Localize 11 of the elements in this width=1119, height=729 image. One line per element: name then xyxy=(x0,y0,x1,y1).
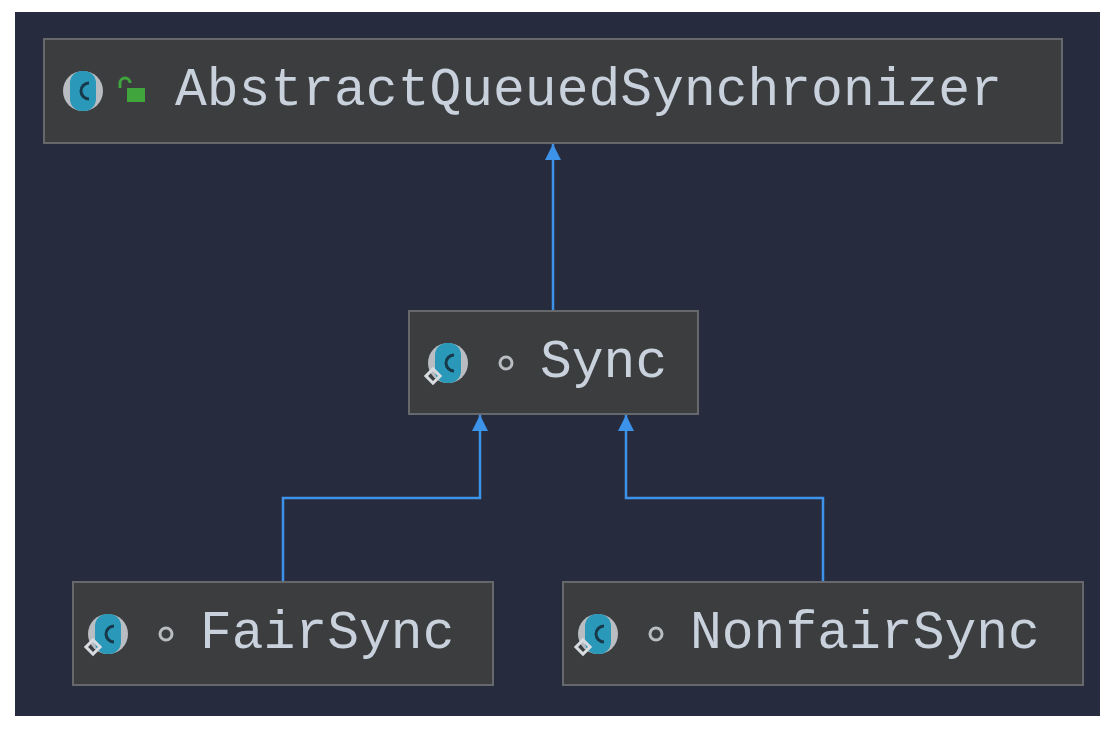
class-name: FairSync xyxy=(200,603,455,664)
class-name: AbstractQueuedSynchronizer xyxy=(175,61,1002,121)
class-name: NonfairSync xyxy=(690,603,1040,664)
class-box xyxy=(408,310,699,415)
inheritance-arrow xyxy=(281,415,489,581)
inheritance-arrow xyxy=(544,144,562,310)
class-box xyxy=(562,581,1084,686)
class-box xyxy=(72,581,494,686)
inheritance-arrow xyxy=(617,415,825,581)
class-name: Sync xyxy=(540,332,668,393)
class-box xyxy=(43,38,1063,144)
